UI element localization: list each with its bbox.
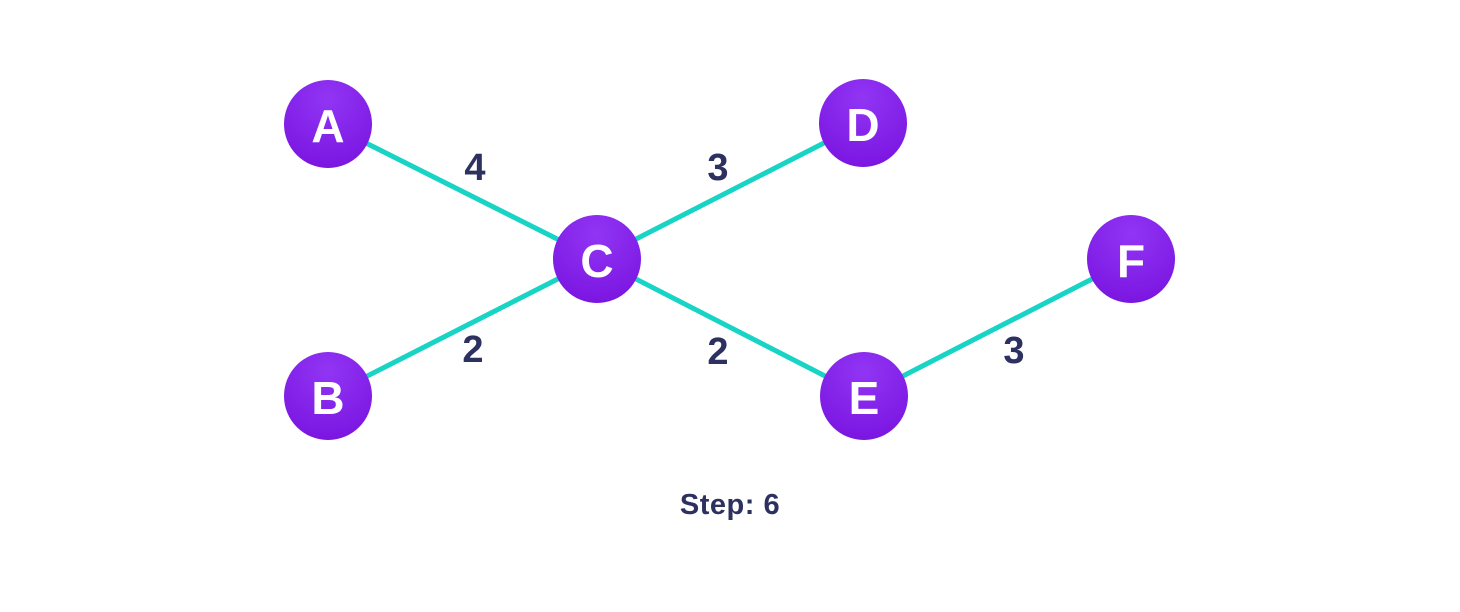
node-label-A: A (311, 100, 344, 152)
edge-weight-B-C: 2 (462, 329, 483, 371)
edge-weight-A-C: 4 (464, 147, 485, 189)
edge-C-E (594, 256, 867, 399)
edge-C-D (594, 120, 866, 262)
node-A[interactable]: A (284, 80, 372, 168)
edge-weight-C-D: 3 (707, 147, 728, 189)
node-circle-F[interactable] (1087, 215, 1175, 303)
node-circle-E[interactable] (820, 352, 908, 440)
node-F[interactable]: F (1087, 215, 1175, 303)
node-label-D: D (846, 99, 879, 151)
node-circle-D[interactable] (819, 79, 907, 167)
node-label-F: F (1117, 235, 1145, 287)
node-B[interactable]: B (284, 352, 372, 440)
node-label-C: C (580, 235, 613, 287)
node-circle-A[interactable] (284, 80, 372, 168)
edge-B-C (325, 256, 600, 399)
node-circle-C[interactable] (553, 215, 641, 303)
node-label-E: E (849, 372, 880, 424)
node-E[interactable]: E (820, 352, 908, 440)
step-counter: Step: 6 (679, 489, 781, 521)
edge-A-C (325, 121, 600, 262)
node-circle-B[interactable] (284, 352, 372, 440)
node-D[interactable]: D (819, 79, 907, 167)
edge-E-F (861, 256, 1134, 399)
node-label-B: B (311, 372, 344, 424)
node-C[interactable]: C (553, 215, 641, 303)
edge-weight-C-E: 2 (707, 331, 728, 373)
edge-weight-E-F: 3 (1003, 330, 1024, 372)
